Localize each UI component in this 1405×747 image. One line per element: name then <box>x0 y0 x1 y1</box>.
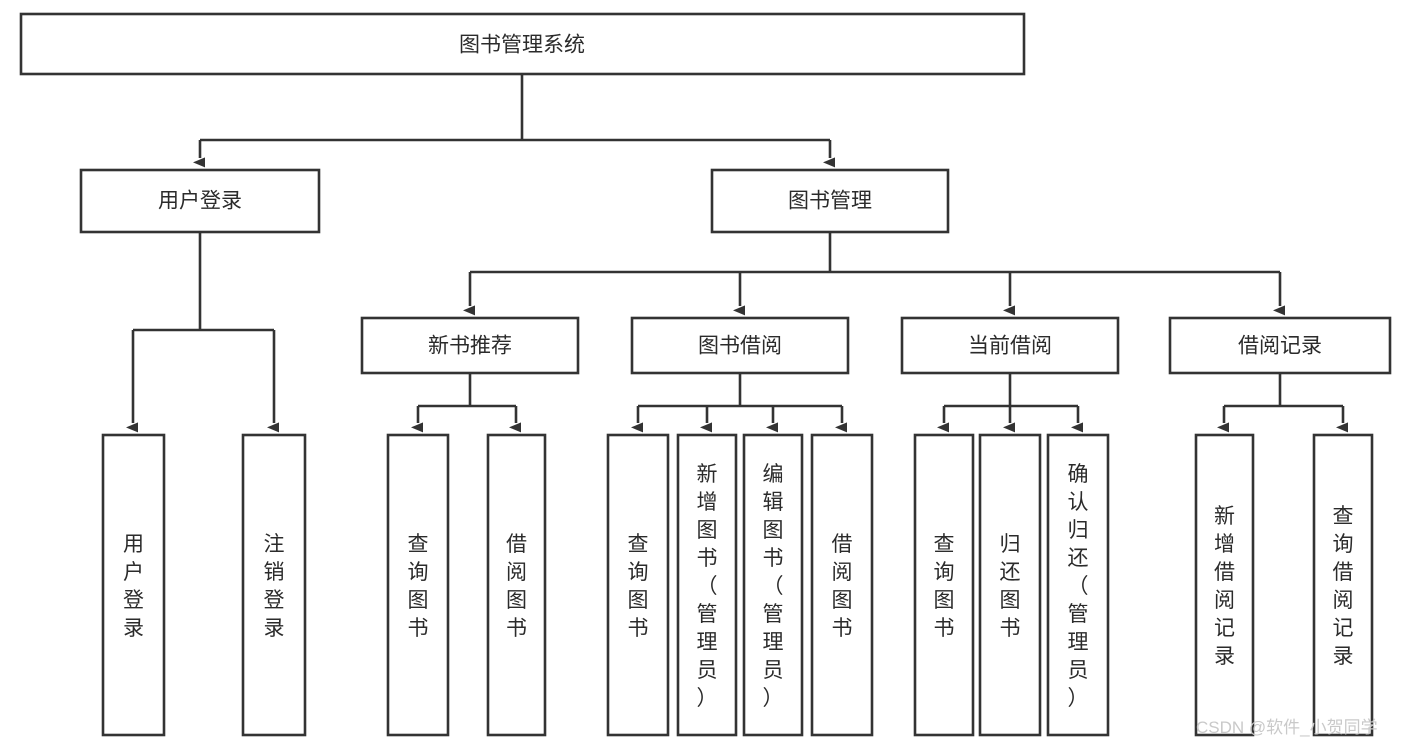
leaf-node-label: 新增图书（管理员） <box>697 463 718 710</box>
leaf-node-label: 借阅图书 <box>832 533 853 640</box>
leaf-node-label: 查询图书 <box>408 533 429 640</box>
leaf-node[interactable]: 查询图书 <box>386 433 450 737</box>
leaf-node[interactable]: 归还图书 <box>978 433 1042 737</box>
leaf-node-box[interactable] <box>1046 433 1110 737</box>
leaf-node[interactable]: 查询图书 <box>913 433 975 737</box>
watermark-text: CSDN @软件_小贺同学 <box>1196 718 1378 737</box>
node-borrow-record-label: 借阅记录 <box>1238 335 1322 358</box>
leaf-node-label: 新增借阅记录 <box>1214 505 1235 668</box>
leaf-node-box[interactable] <box>810 433 874 737</box>
leaf-node[interactable]: 确认归还（管理员） <box>1046 433 1110 737</box>
leaf-node[interactable]: 新增借阅记录 <box>1194 433 1255 737</box>
leaf-node-label: 查询借阅记录 <box>1333 505 1354 668</box>
node-book-borrow-box[interactable] <box>630 316 850 375</box>
leaf-node[interactable]: 查询借阅记录 <box>1312 433 1374 737</box>
node-root-label: 图书管理系统 <box>459 34 585 57</box>
leaf-node[interactable]: 注销登录 <box>241 433 307 737</box>
leaf-node-box[interactable] <box>978 433 1042 737</box>
node-root-box[interactable] <box>19 12 1026 76</box>
leaf-node-box[interactable] <box>606 433 670 737</box>
leaf-node-label: 查询图书 <box>934 533 955 640</box>
leaf-node-box[interactable] <box>486 433 547 737</box>
leaf-node-box[interactable] <box>241 433 307 737</box>
leaf-node[interactable]: 查询图书 <box>606 433 670 737</box>
node-borrow-record-box[interactable] <box>1168 316 1392 375</box>
leaf-node[interactable]: 编辑图书（管理员） <box>742 433 804 737</box>
leaf-node-group: 用户登录 注销登录 查询图书 借阅图书 查询图书 新增图书（管理员） 编辑图书（管理员） 借阅… <box>101 433 1374 737</box>
node-root[interactable]: 图书管理系统 <box>19 12 1026 76</box>
node-current-borrow[interactable]: 当前借阅 <box>900 316 1120 375</box>
leaf-node-box[interactable] <box>676 433 738 737</box>
leaf-node-label: 借阅图书 <box>506 533 527 640</box>
node-book-manage-box[interactable] <box>710 168 950 234</box>
leaf-node-box[interactable] <box>386 433 450 737</box>
leaf-node-label: 用户登录 <box>123 533 144 640</box>
node-current-borrow-label: 当前借阅 <box>968 335 1052 358</box>
node-borrow-record[interactable]: 借阅记录 <box>1168 316 1392 375</box>
leaf-node-box[interactable] <box>101 433 166 737</box>
node-book-borrow[interactable]: 图书借阅 <box>630 316 850 375</box>
node-user-login-box[interactable] <box>79 168 321 234</box>
leaf-node-label: 查询图书 <box>628 533 649 640</box>
node-book-borrow-label: 图书借阅 <box>698 335 782 358</box>
leaf-node[interactable]: 借阅图书 <box>810 433 874 737</box>
leaf-node-box[interactable] <box>1194 433 1255 737</box>
node-new-book-recommend[interactable]: 新书推荐 <box>360 316 580 375</box>
node-new-book-recommend-box[interactable] <box>360 316 580 375</box>
node-new-book-recommend-label: 新书推荐 <box>428 335 512 358</box>
leaf-node-label: 注销登录 <box>264 533 285 640</box>
leaf-node-label: 归还图书 <box>1000 533 1021 640</box>
node-user-login-label: 用户登录 <box>158 190 242 213</box>
edge-group <box>126 74 1348 433</box>
leaf-node[interactable]: 新增图书（管理员） <box>676 433 738 737</box>
leaf-node-box[interactable] <box>742 433 804 737</box>
leaf-node[interactable]: 借阅图书 <box>486 433 547 737</box>
leaf-node-label: 确认归还（管理员） <box>1068 463 1089 710</box>
node-user-login[interactable]: 用户登录 <box>79 168 321 234</box>
node-current-borrow-box[interactable] <box>900 316 1120 375</box>
leaf-node[interactable]: 用户登录 <box>101 433 166 737</box>
node-book-manage[interactable]: 图书管理 <box>710 168 950 234</box>
node-book-manage-label: 图书管理 <box>788 190 872 213</box>
leaf-node-box[interactable] <box>1312 433 1374 737</box>
leaf-node-label: 编辑图书（管理员） <box>763 463 784 710</box>
leaf-node-box[interactable] <box>913 433 975 737</box>
